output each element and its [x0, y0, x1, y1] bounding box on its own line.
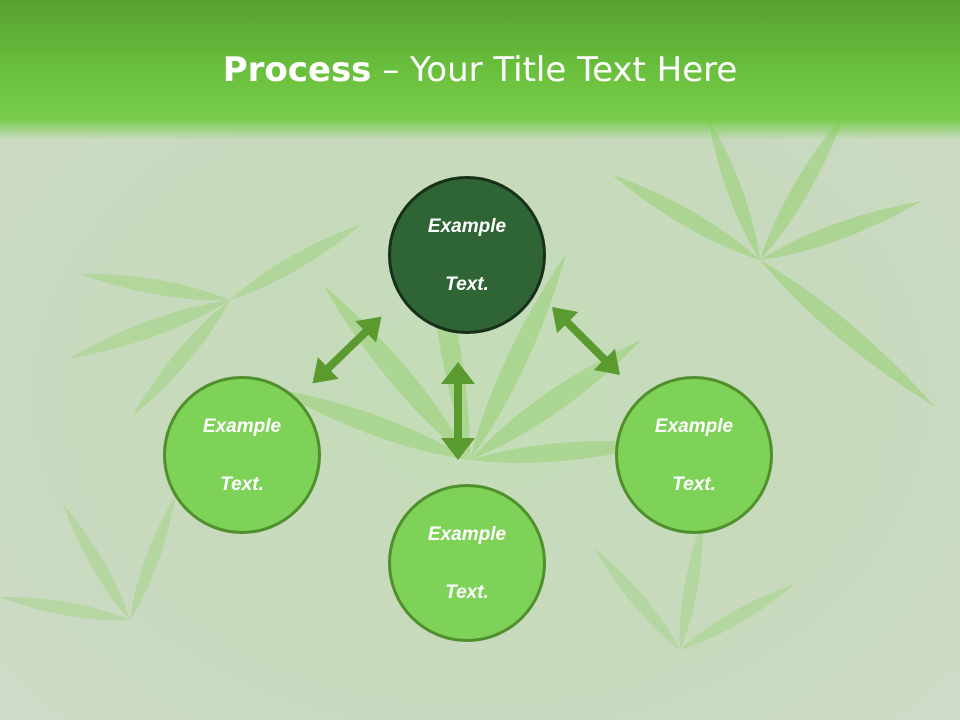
right-node-line2: Text. — [672, 473, 716, 495]
slide-title: Process – Your Title Text Here — [0, 50, 960, 90]
title-rest: – Your Title Text Here — [371, 50, 738, 90]
right-node-line1: Example — [654, 415, 734, 437]
bottom-node-line1: Example — [427, 523, 507, 545]
left-node-line2: Text. — [220, 473, 264, 495]
center-node-line1: Example — [427, 215, 507, 237]
center-node-line2: Text. — [445, 273, 489, 295]
bottom-node-line2: Text. — [445, 581, 489, 603]
left-node-line1: Example — [202, 415, 282, 437]
title-band — [0, 0, 960, 140]
title-bold: Process — [222, 50, 372, 90]
